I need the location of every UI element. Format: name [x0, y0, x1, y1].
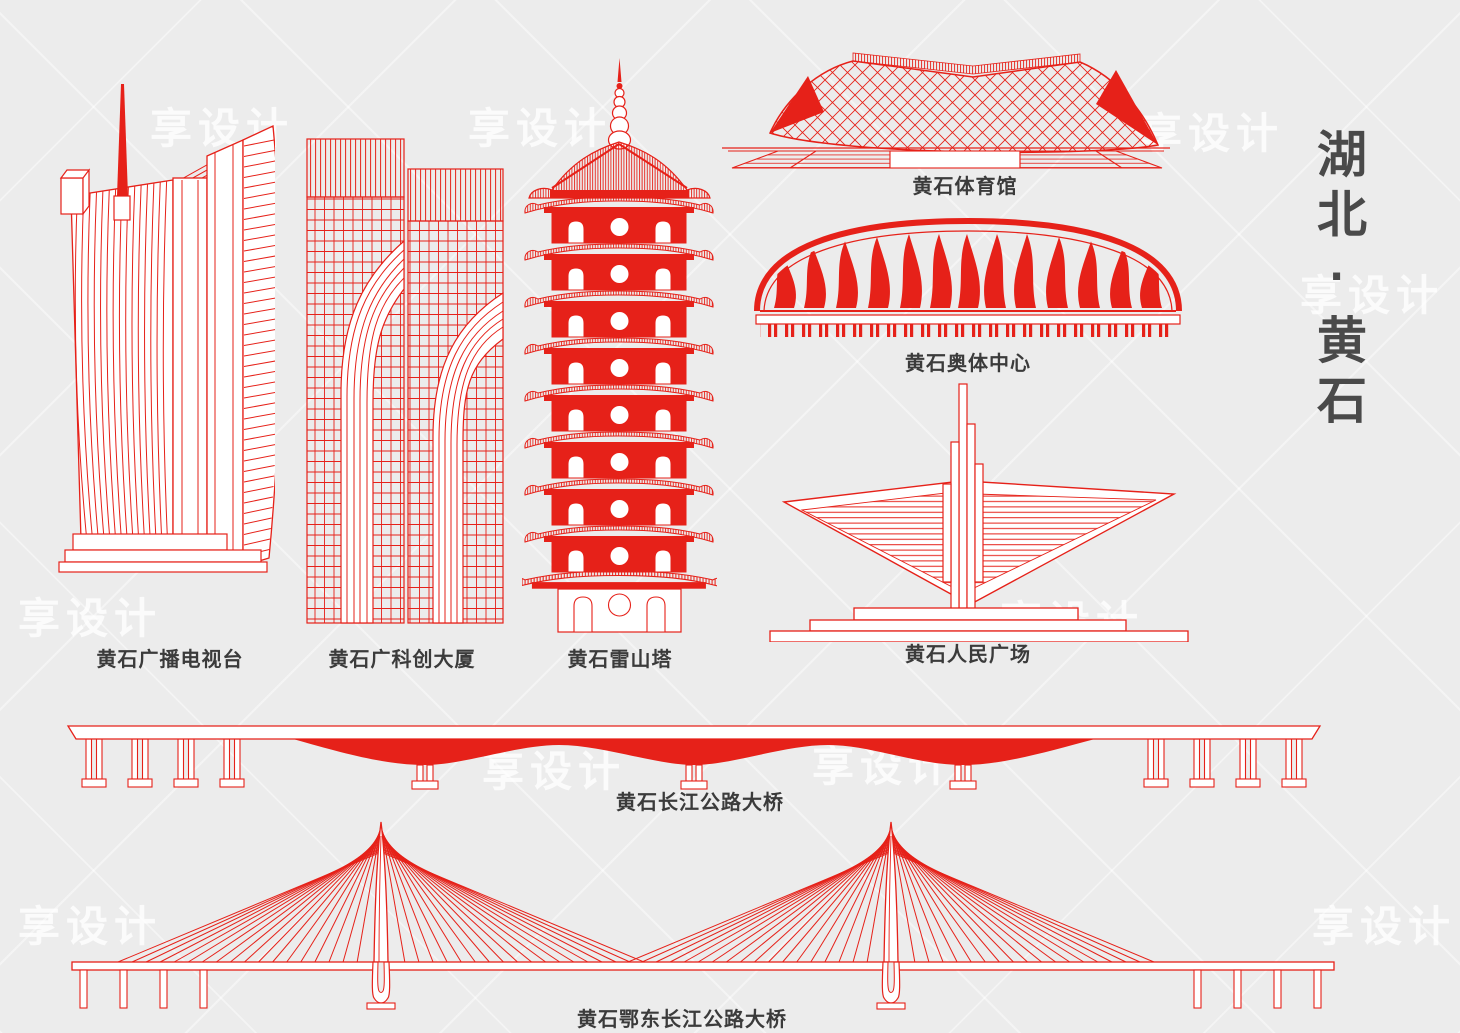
landmark-label-square: 黄石人民广场 [905, 644, 1031, 666]
olympic-petals [774, 234, 1162, 309]
guangke-tower-illustration [306, 138, 504, 624]
pagoda-finial [617, 58, 622, 82]
landmark-label-gymnasium: 黄石体育馆 [912, 176, 1018, 198]
cable-fan-right [625, 824, 1157, 964]
olympic-center-illustration [754, 217, 1182, 337]
edong-bridge-illustration [71, 821, 1335, 1010]
landmark-label-tv-station: 黄石广播电视台 [96, 649, 244, 671]
landmark-label-guangke: 黄石广科创大厦 [328, 649, 476, 671]
peoples-square-illustration [769, 383, 1189, 642]
landmark-label-pagoda: 黄石雷山塔 [567, 649, 673, 671]
tv-left-stripes [74, 180, 168, 540]
changjiang-bridge-illustration [66, 725, 1322, 790]
bridge-girder [293, 739, 1095, 765]
landmark-label-cj-bridge: 黄石长江公路大桥 [616, 792, 784, 814]
gymnasium-dome [768, 60, 1160, 154]
cable-fan-left [115, 824, 647, 964]
tv-right-stripes [243, 139, 275, 556]
gymnasium-illustration [722, 52, 1170, 169]
landmark-label-edong-bridge: 黄石鄂东长江公路大桥 [577, 1009, 787, 1031]
poster-title: 湖北·黄石 [1310, 128, 1366, 434]
antenna-spire [117, 84, 128, 196]
monument-spire [942, 383, 984, 611]
leishan-pagoda-illustration [522, 58, 717, 633]
landmark-label-olympic: 黄石奥体中心 [905, 353, 1031, 375]
tv-station-illustration [58, 84, 275, 573]
